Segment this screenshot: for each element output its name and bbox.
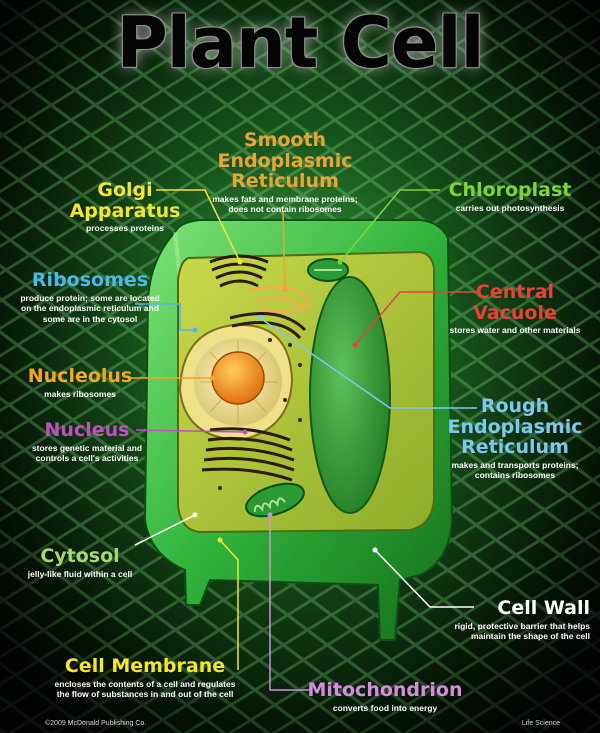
smooth-er-name-1: Smooth Endoplasmic	[217, 129, 353, 172]
ribosomes-name: Ribosomes	[31, 269, 149, 291]
smooth-er-name-2: Reticulum	[231, 170, 339, 193]
chloroplast-name: Chloroplast	[448, 179, 572, 201]
label-smooth-er: Smooth Endoplasmic Reticulum makes fats …	[175, 130, 395, 215]
golgi-desc-1: processes proteins	[86, 223, 164, 234]
smooth-er-desc-1: makes fats and membrane proteins;	[212, 193, 358, 204]
chloroplast-desc: carries out photosynthesis	[455, 202, 565, 213]
label-golgi: Golgi Apparatus processes proteins	[60, 180, 190, 234]
nucleolus-shape	[211, 351, 265, 405]
rough-er-name-3: Reticulum	[461, 436, 569, 459]
nucleus-desc-1: stores genetic material and	[31, 442, 143, 453]
label-rough-er: Rough Endoplasmic Reticulum makes and tr…	[440, 396, 590, 481]
cell-wall-desc-1: rigid, protective barrier that helps	[454, 620, 590, 631]
central-vacuole-desc: stores water and other materials	[449, 325, 581, 336]
footer-series: Life Science	[521, 720, 560, 727]
nucleus-desc-2: controls a cell's activities	[35, 453, 139, 464]
mitochondrion-shape	[245, 482, 305, 518]
cell-membrane-desc-1: encloses the contents of a cell and regu…	[54, 678, 236, 689]
mitochondrion-name: Mitochondrion	[307, 679, 463, 701]
leader-lines	[130, 189, 478, 691]
page-title: Plant Cell	[116, 2, 484, 84]
nucleolus-name: Nucleolus	[27, 365, 133, 387]
golgi-name-1: Golgi	[97, 179, 153, 201]
rough-er-desc-1: makes and transports proteins;	[451, 459, 579, 470]
label-nucleolus: Nucleolus makes ribosomes	[20, 366, 140, 399]
rough-er-name-2: Endoplasmic	[447, 415, 583, 438]
label-cell-wall: Cell Wall rigid, protective barrier that…	[400, 598, 590, 642]
rough-er-desc-2: contains ribosomes	[474, 470, 556, 481]
footer-copyright: ©2009 McDonald Publishing Co.	[45, 720, 147, 727]
label-mitochondrion: Mitochondrion converts food into energy	[300, 680, 470, 713]
label-cytosol: Cytosol jelly-like fluid within a cell	[15, 546, 145, 579]
label-nucleus: Nucleus stores genetic material and cont…	[22, 420, 152, 464]
central-vacuole-name-1: Central	[475, 281, 555, 303]
central-vacuole-name-2: Vacuole	[473, 301, 557, 324]
label-central-vacuole: Central Vacuole stores water and other m…	[440, 282, 590, 336]
rough-er-name-1: Rough	[480, 395, 550, 417]
ribosomes-desc-1: produce protein; some are located	[20, 292, 160, 303]
cytosol-desc: jelly-like fluid within a cell	[27, 568, 133, 579]
mitochondrion-desc: converts food into energy	[332, 702, 438, 713]
ribosomes-desc-2: on the endoplasmic reticulum and	[21, 303, 159, 314]
golgi-name-2: Apparatus	[69, 199, 181, 222]
label-chloroplast: Chloroplast carries out photosynthesis	[430, 180, 590, 213]
cell-wall-name: Cell Wall	[497, 597, 590, 619]
leader-dots	[192, 259, 378, 553]
golgi-shape	[209, 254, 269, 288]
nucleolus-desc: makes ribosomes	[44, 388, 116, 399]
nucleus-name: Nucleus	[44, 419, 130, 441]
cell-membrane-name: Cell Membrane	[64, 655, 226, 677]
cytosol-name: Cytosol	[40, 545, 120, 567]
central-vacuole-shape	[309, 276, 391, 514]
label-ribosomes: Ribosomes produce protein; some are loca…	[10, 270, 170, 324]
chloroplast-shape	[307, 258, 349, 282]
ribosomes-desc-3: some are in the cytosol	[42, 313, 138, 324]
cell-wall-desc-2: maintain the shape of the cell	[470, 631, 590, 642]
smooth-er-shape	[249, 285, 312, 314]
rough-er-shape	[201, 312, 307, 482]
cell-membrane-desc-2: the flow of substances in and out of the…	[56, 689, 234, 700]
label-cell-membrane: Cell Membrane encloses the contents of a…	[30, 656, 260, 700]
smooth-er-desc-2: does not contain ribosomes	[228, 204, 342, 215]
